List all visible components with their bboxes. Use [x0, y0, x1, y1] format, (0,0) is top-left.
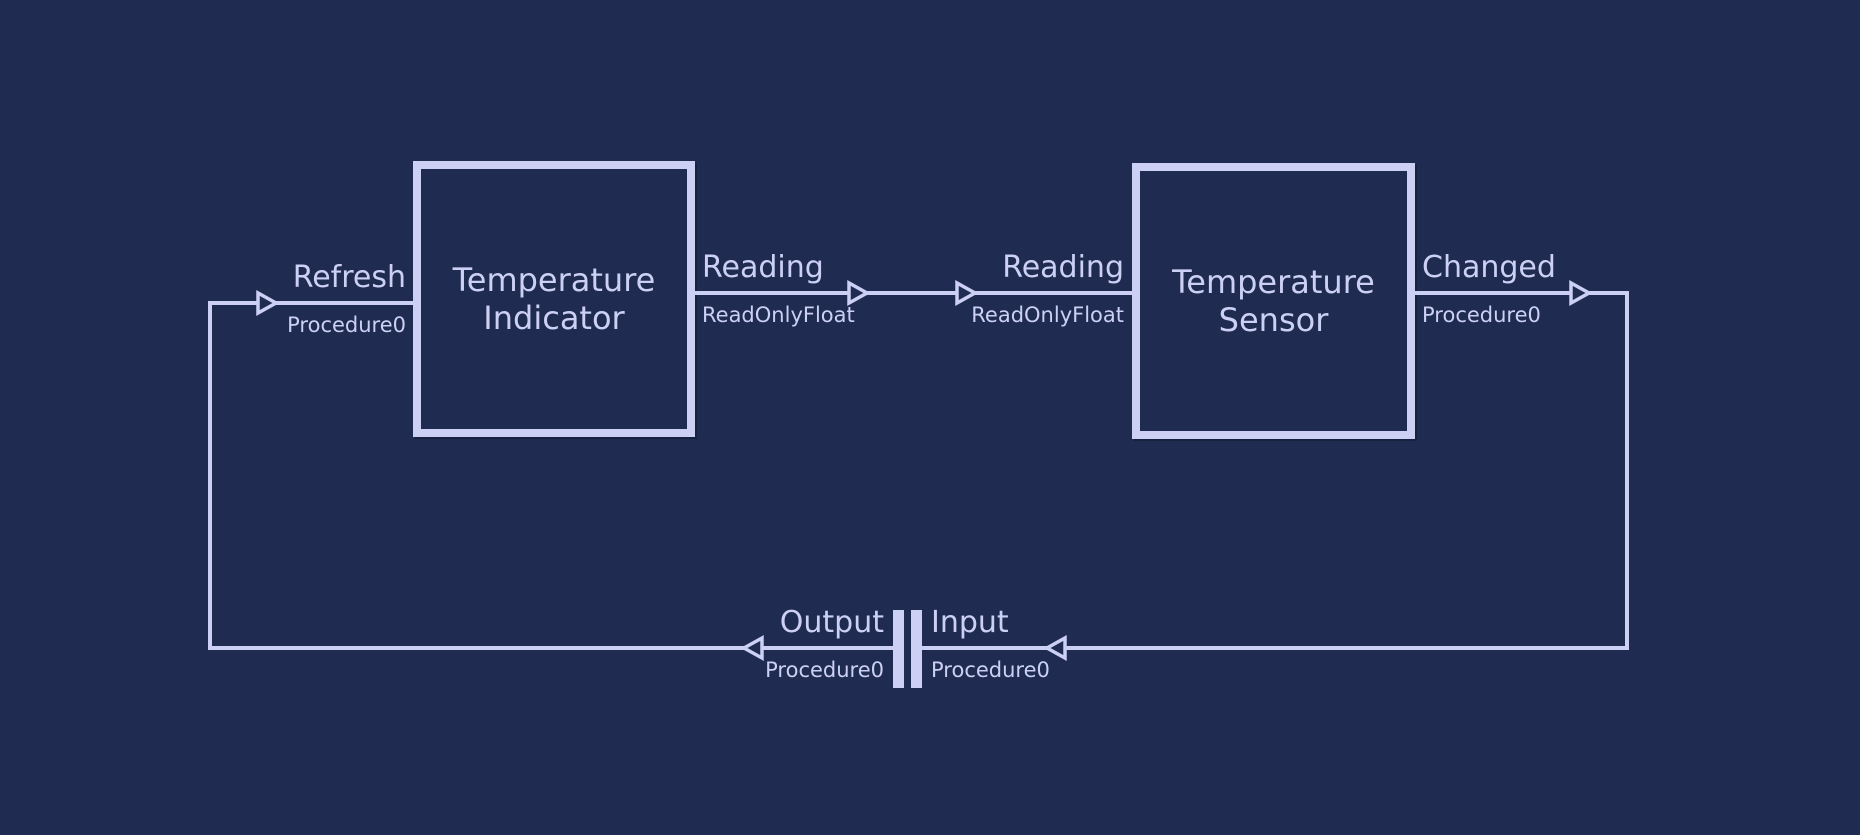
port-type-reading-out: ReadOnlyFloat — [702, 303, 855, 327]
arrowhead-left-icon — [740, 635, 764, 661]
refresh-wire-horizontal[interactable] — [208, 301, 413, 305]
arrowhead-left-icon — [1043, 635, 1067, 661]
port-label-refresh: Refresh — [292, 260, 406, 295]
feedback-wire-right[interactable] — [922, 646, 1629, 650]
changed-wire-horizontal[interactable] — [1415, 291, 1629, 295]
port-label-reading-out: Reading — [702, 250, 824, 285]
component-title: Temperature Indicator — [452, 261, 656, 337]
pipe-connector-right-bar[interactable] — [911, 610, 922, 688]
arrowhead-right-icon — [955, 280, 979, 306]
component-temperature-sensor[interactable]: Temperature Sensor — [1132, 163, 1415, 439]
port-label-changed: Changed — [1422, 250, 1556, 285]
arrowhead-right-icon — [1569, 280, 1593, 306]
port-label-input: Input — [931, 605, 1009, 640]
arrowhead-right-icon — [256, 290, 280, 316]
feedback-wire-left[interactable] — [208, 646, 894, 650]
port-label-output: Output — [779, 605, 884, 640]
port-type-reading-in: ReadOnlyFloat — [971, 303, 1124, 327]
component-temperature-indicator[interactable]: Temperature Indicator — [413, 161, 695, 437]
port-type-changed: Procedure0 — [1422, 303, 1541, 327]
port-type-refresh: Procedure0 — [287, 313, 406, 337]
reading-wire[interactable] — [695, 291, 1132, 295]
refresh-wire-vertical[interactable] — [208, 301, 212, 650]
pipe-connector-left-bar[interactable] — [893, 610, 904, 688]
changed-wire-vertical[interactable] — [1625, 291, 1629, 650]
port-label-reading-in: Reading — [1002, 250, 1124, 285]
port-type-input: Procedure0 — [931, 658, 1050, 682]
arrowhead-right-icon — [847, 280, 871, 306]
component-title: Temperature Sensor — [1172, 263, 1375, 339]
port-type-output: Procedure0 — [765, 658, 884, 682]
